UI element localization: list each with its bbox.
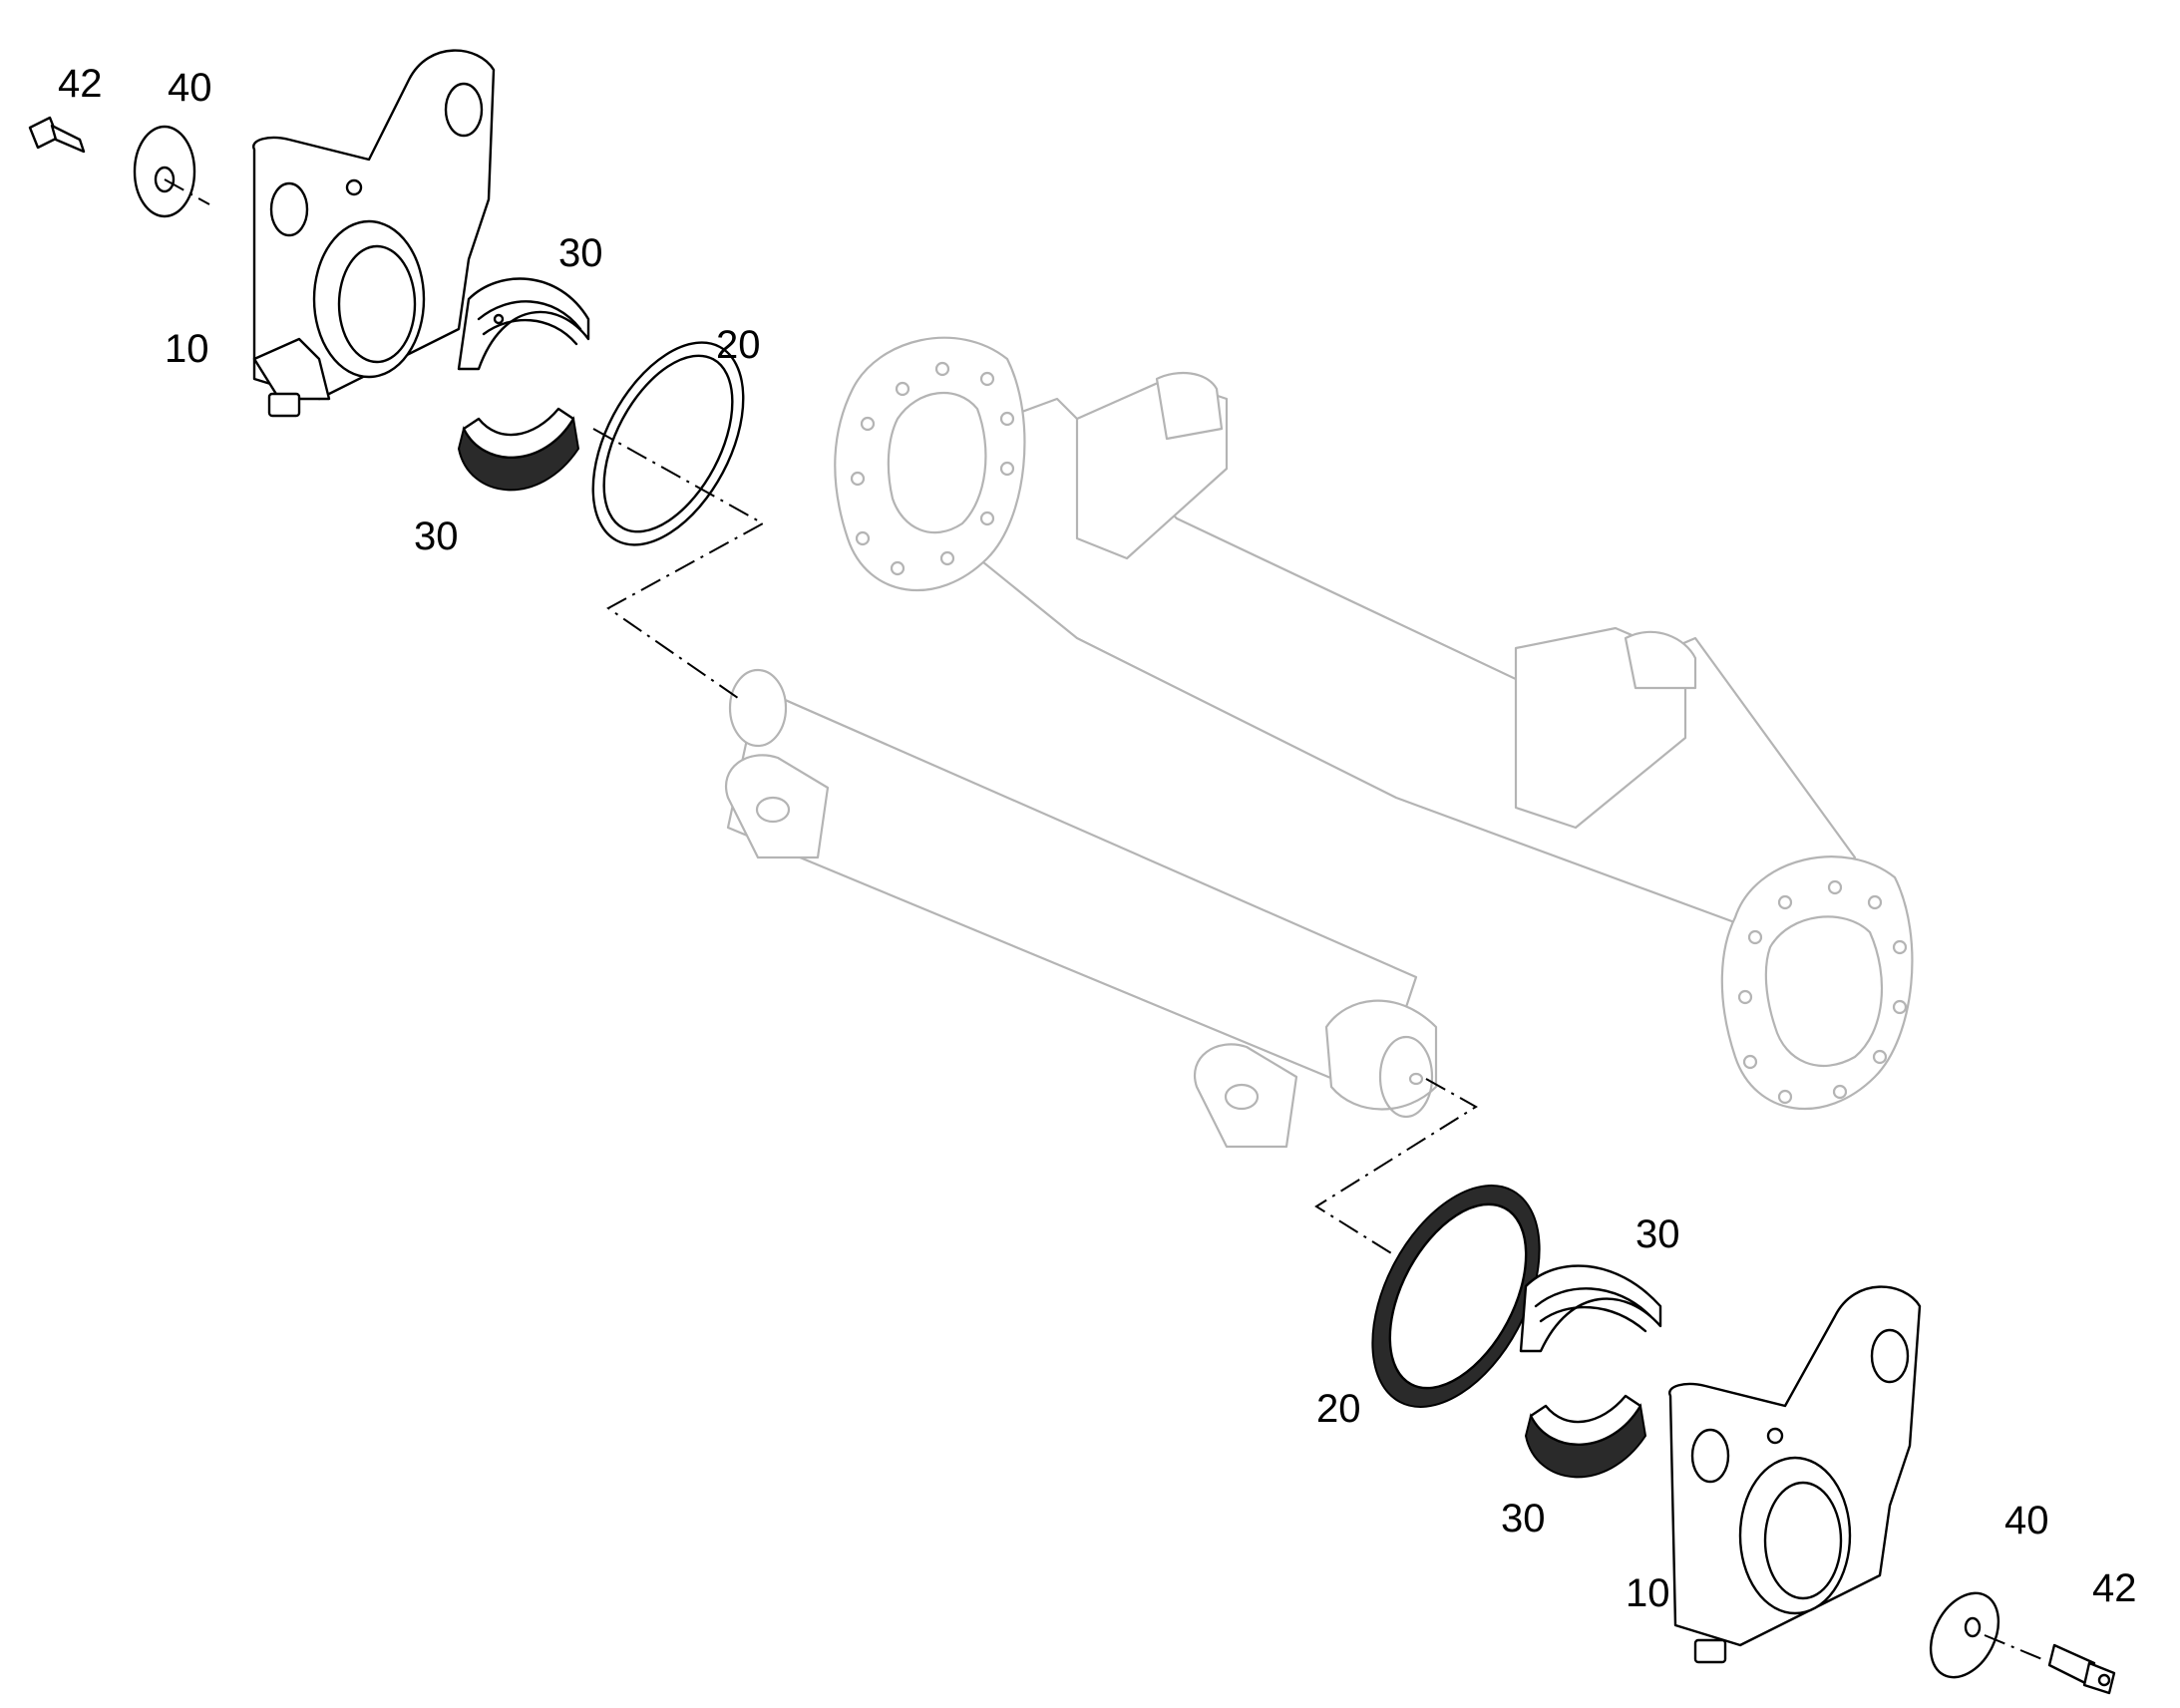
callout-20-bottom: 20 bbox=[1316, 1387, 1361, 1431]
washer-40-bottom bbox=[1929, 1591, 2000, 1679]
bolt-42-top bbox=[28, 116, 86, 154]
bushing-30-top-lower bbox=[457, 407, 580, 492]
bushing-30-top-upper bbox=[457, 277, 590, 371]
bracket-10-bottom bbox=[1668, 1285, 1922, 1664]
bushing-30-bottom-upper bbox=[1519, 1264, 1662, 1353]
callout-42-top: 42 bbox=[58, 62, 103, 106]
callout-30-bottom-upper: 30 bbox=[1635, 1212, 1680, 1256]
callout-40-bottom: 40 bbox=[2004, 1499, 2049, 1542]
callout-30-top-upper: 30 bbox=[558, 231, 603, 275]
callout-30-top-lower: 30 bbox=[414, 514, 459, 558]
callout-10-top: 10 bbox=[165, 327, 209, 371]
right-hub-bolt-holes bbox=[1737, 879, 1908, 1105]
washer-40-top bbox=[133, 125, 196, 218]
ring-20-top bbox=[591, 341, 745, 546]
callout-30-bottom-lower: 30 bbox=[1501, 1497, 1546, 1540]
callout-42-bottom: 42 bbox=[2092, 1566, 2137, 1610]
bushing-30-bottom-lower bbox=[1524, 1394, 1647, 1479]
ring-20-bottom bbox=[1371, 1185, 1541, 1408]
callout-10-bottom: 10 bbox=[1626, 1571, 1670, 1615]
axle-housing bbox=[725, 336, 1914, 1149]
bracket-10-top bbox=[252, 49, 496, 418]
callout-40-top: 40 bbox=[168, 66, 212, 110]
bolt-42-bottom bbox=[2047, 1643, 2116, 1695]
left-hub-bolt-holes bbox=[850, 361, 1015, 576]
callout-20-top: 20 bbox=[716, 323, 761, 367]
